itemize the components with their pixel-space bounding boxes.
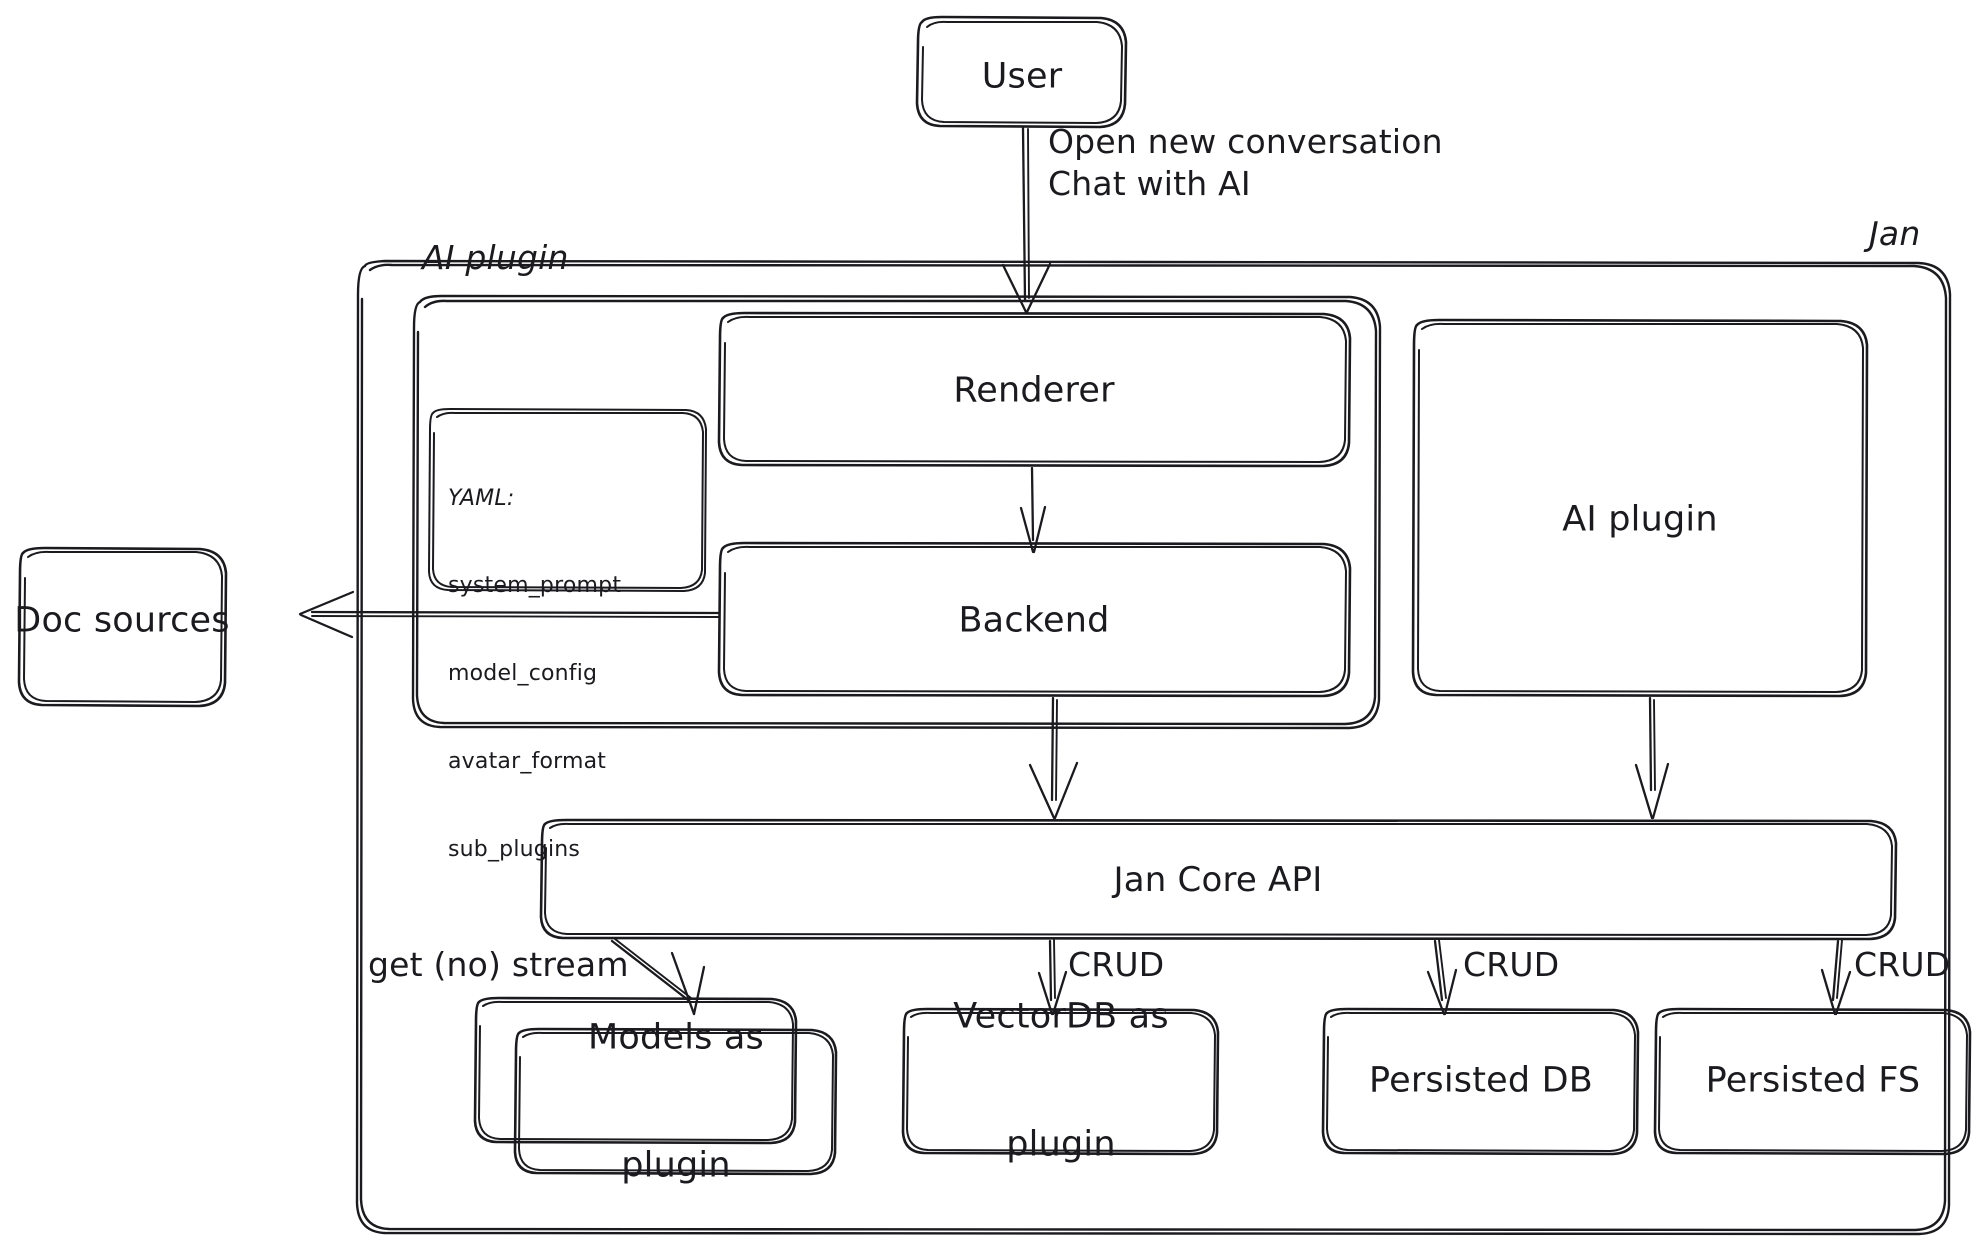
edge-label-crud-vectordb: CRUD [1068,945,1165,984]
node-vectordb-plugin-box[interactable] [901,1007,1220,1156]
node-vectordb-plugin-label: VectorDB as plugin [953,910,1169,1246]
group-label-jan: Jan [1869,214,1921,253]
yaml-key-system-prompt: system_prompt [448,573,622,599]
edge-core-api-to-vectordb [1037,939,1068,1016]
edge-backend-to-doc-sources [298,590,721,639]
edge-core-api-to-persisted-fs [1820,939,1852,1016]
yaml-key-sub-plugins: sub_plugins [448,836,581,862]
group-jan-container [355,259,1952,1236]
edge-label-get-no-stream: get (no) stream [368,945,629,984]
node-models-plugin-label: Models as plugin [588,931,764,1246]
node-renderer-label: Renderer [953,370,1115,411]
edge-label-crud-persisted-fs: CRUD [1854,945,1951,984]
node-jan-core-api-box[interactable] [539,818,1898,941]
edge-user-to-renderer [1001,126,1052,314]
node-doc-sources-box[interactable] [17,546,228,708]
edge-label-chat-with-ai: Chat with AI [1048,164,1251,203]
node-yaml-card [428,408,707,592]
node-doc-sources-label: Doc sources [14,600,230,641]
edge-core-api-to-persisted-db [1426,939,1458,1016]
yaml-key-model-config: model_config [448,661,598,686]
node-persisted-fs-box[interactable] [1653,1007,1972,1156]
yaml-key-avatar-format: avatar_format [448,748,607,774]
node-persisted-db-label: Persisted DB [1369,1060,1593,1101]
node-jan-core-api-label: Jan Core API [1113,859,1323,900]
edge-ai-plugin-to-core-api [1634,696,1670,820]
yaml-header: YAML: [448,485,515,511]
node-vectordb-line1: VectorDB as [953,996,1169,1037]
node-persisted-db-box[interactable] [1321,1007,1640,1156]
node-persisted-fs-label: Persisted FS [1705,1060,1921,1101]
node-vectordb-line2: plugin [1006,1124,1116,1165]
group-ai-plugin-container [411,294,1382,730]
node-backend-label: Backend [958,600,1110,641]
node-backend-box[interactable] [717,541,1352,698]
node-models-plugin-box[interactable] [513,1027,838,1176]
edge-core-api-to-models [610,938,706,1016]
edge-backend-to-core-api [1028,696,1079,820]
node-models-plugin-box-back [473,996,798,1145]
node-models-plugin-line2: plugin [621,1145,731,1186]
node-user-box[interactable] [915,15,1128,129]
edge-label-open-conversation: Open new conversation [1048,122,1443,161]
node-models-plugin-line1: Models as [588,1017,764,1058]
node-ai-plugin-right-label: AI plugin [1562,499,1718,540]
edge-renderer-to-backend [1019,466,1047,554]
group-label-ai-plugin: AI plugin [422,238,569,277]
node-user-label: User [981,56,1063,97]
node-renderer-box[interactable] [717,311,1352,468]
edge-label-crud-persisted-db: CRUD [1463,945,1560,984]
yaml-card-text: YAML: system_prompt model_config avatar_… [448,425,621,922]
node-ai-plugin-right-box[interactable] [1411,318,1869,698]
